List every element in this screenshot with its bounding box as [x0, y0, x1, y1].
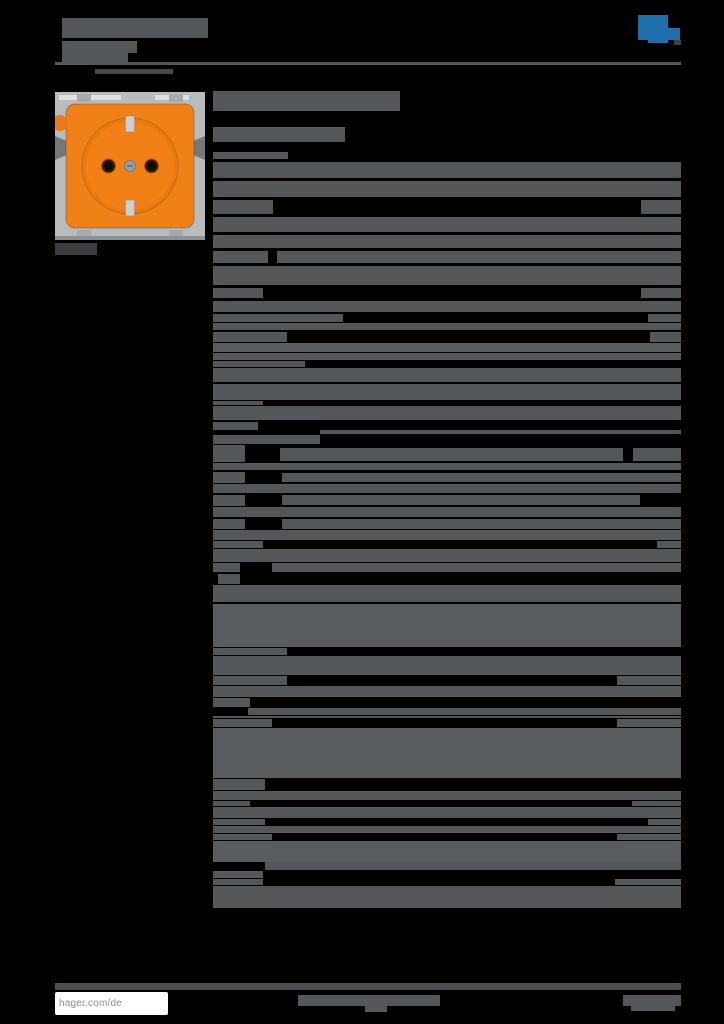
redacted-text-bar	[213, 779, 265, 790]
redacted-text-bar	[213, 728, 681, 778]
redacted-text-bar	[213, 676, 287, 685]
redacted-text-bar	[213, 332, 287, 342]
redacted-text-bar	[213, 288, 263, 298]
redacted-text-bar	[55, 62, 681, 65]
redacted-text-bar	[213, 719, 272, 727]
redacted-text-bar	[213, 871, 263, 878]
redacted-text-bar	[623, 995, 681, 1006]
redacted-text-bar	[213, 435, 320, 444]
redacted-text-bar	[277, 251, 681, 263]
redacted-text-bar	[213, 507, 681, 517]
redacted-text-bar	[213, 323, 681, 330]
redacted-text-bar	[218, 574, 240, 584]
redacted-text-bar	[282, 495, 640, 505]
redacted-text-bar	[213, 368, 681, 382]
redacted-text-bar	[633, 448, 681, 461]
redacted-text-bar	[213, 181, 681, 197]
redacted-text-bar	[213, 127, 345, 142]
redacted-text-bar	[617, 719, 681, 727]
redacted-text-bar	[641, 288, 681, 298]
redacted-text-bar	[248, 708, 681, 715]
redacted-text-bar	[641, 200, 681, 214]
redacted-text-bar	[213, 472, 245, 483]
redacted-text-bar	[648, 314, 681, 322]
redacted-text-bar	[213, 217, 681, 232]
redacted-text-bar	[213, 686, 681, 697]
redacted-text-bar	[213, 807, 681, 818]
redacted-text-bar	[213, 791, 681, 800]
redacted-text-bar	[213, 353, 681, 360]
redacted-text-bar	[213, 495, 245, 506]
redacted-text-bar	[213, 484, 681, 493]
footer-website-link[interactable]: hager.com/de	[59, 998, 122, 1009]
redacted-text-bar	[365, 1006, 387, 1012]
hager-logo-shape	[668, 28, 680, 40]
redacted-text-bar	[213, 648, 287, 655]
redacted-text-bar	[213, 463, 681, 470]
redacted-text-bar	[213, 200, 273, 214]
redacted-text-bar	[213, 251, 268, 263]
redacted-text-bar	[55, 983, 681, 990]
redacted-text-bar	[62, 53, 128, 63]
redacted-text-bar	[213, 361, 305, 367]
redacted-text-bar	[213, 519, 245, 529]
redacted-text-bar	[213, 826, 681, 833]
redacted-text-bar	[213, 604, 681, 647]
redacted-text-bar	[213, 563, 240, 572]
redacted-text-bar	[213, 401, 263, 405]
redacted-text-bar	[62, 18, 208, 38]
orange-schuko-socket-photo	[52, 92, 205, 240]
redacted-text-bar	[213, 235, 681, 248]
redacted-text-bar	[213, 301, 681, 312]
footer-website-chip: hager.com/de	[55, 992, 168, 1015]
redacted-text-bar	[213, 162, 681, 178]
redacted-text-bar	[615, 879, 681, 885]
redacted-text-bar	[265, 862, 681, 870]
redacted-text-bar	[213, 879, 263, 885]
redacted-text-bar	[298, 995, 440, 1006]
socket-photo-graphic	[52, 92, 205, 240]
redacted-text-bar	[282, 519, 681, 529]
redacted-text-bar	[282, 473, 681, 482]
redacted-text-bar	[213, 801, 250, 806]
redacted-text-bar	[62, 41, 137, 53]
hager-logo-shape	[648, 40, 668, 43]
redacted-text-bar	[213, 314, 343, 322]
redacted-text-bar	[650, 332, 681, 342]
redacted-text-bar	[648, 819, 681, 825]
hager-logo-shape	[638, 15, 668, 40]
hager-logo-shape	[674, 40, 681, 45]
redacted-text-bar	[617, 676, 681, 685]
redacted-text-bar	[213, 266, 681, 285]
redacted-text-bar	[213, 152, 288, 159]
redacted-text-bar	[213, 406, 681, 420]
redacted-text-bar	[617, 834, 681, 840]
redacted-text-bar	[213, 91, 400, 111]
redacted-text-bar	[213, 841, 681, 862]
redacted-text-bar	[320, 430, 681, 434]
redacted-text-bar	[213, 541, 263, 548]
redacted-text-bar	[213, 343, 681, 352]
redacted-text-bar	[213, 656, 681, 675]
redacted-text-bar	[631, 1006, 675, 1011]
redacted-text-bar	[213, 834, 272, 840]
redacted-text-bar	[657, 541, 681, 548]
redacted-text-bar	[272, 563, 681, 572]
redacted-text-bar	[213, 716, 681, 718]
redacted-text-bar	[213, 422, 258, 430]
redacted-text-bar	[213, 549, 681, 562]
redacted-text-bar	[213, 530, 681, 540]
redacted-text-bar	[280, 448, 623, 461]
redacted-text-bar	[55, 243, 97, 255]
redacted-text-bar	[213, 384, 681, 400]
redacted-text-bar	[632, 801, 681, 806]
redacted-text-bar	[213, 819, 265, 825]
redacted-text-bar	[95, 69, 173, 74]
redacted-text-bar	[213, 886, 681, 908]
redacted-text-bar	[213, 445, 245, 462]
redacted-text-bar	[213, 698, 250, 707]
redacted-text-bar	[213, 585, 681, 602]
